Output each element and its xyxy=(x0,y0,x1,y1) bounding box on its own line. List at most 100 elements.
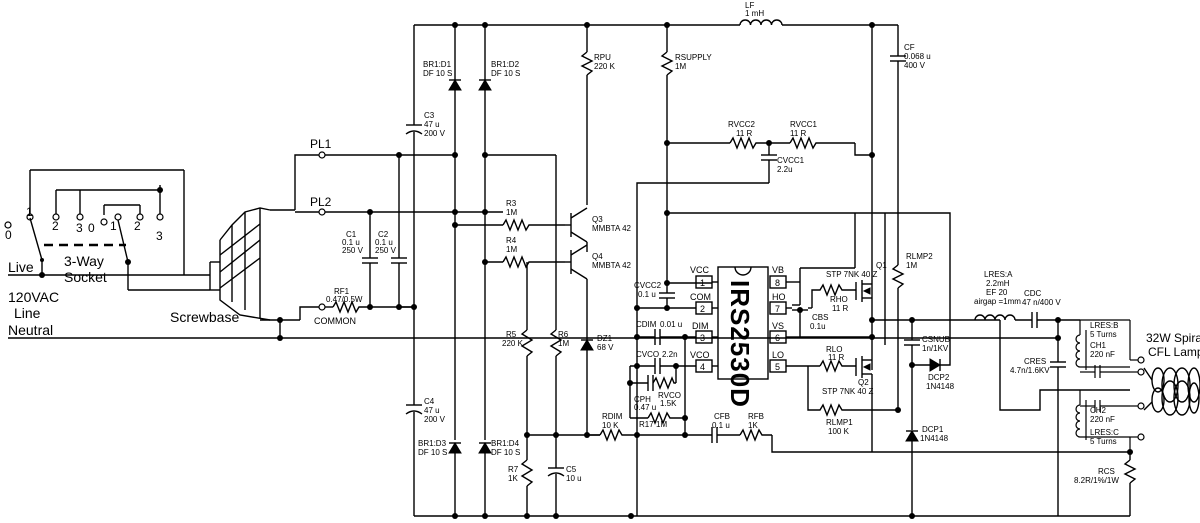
socket-label-2: Socket xyxy=(64,269,107,285)
svg-text:2.2mH: 2.2mH xyxy=(986,279,1010,288)
svg-text:Q1: Q1 xyxy=(876,261,887,270)
svg-text:BR1:D2: BR1:D2 xyxy=(491,60,520,69)
irs2530d-ic: IRS2530D 1 2 3 4 VCC COM DIM VCO 8 7 6 5… xyxy=(690,265,787,408)
svg-text:RCS: RCS xyxy=(1098,467,1115,476)
svg-text:0.1 u: 0.1 u xyxy=(712,421,730,430)
pin-5-label: LO xyxy=(772,350,784,360)
svg-text:R6: R6 xyxy=(558,330,569,339)
svg-text:RLO: RLO xyxy=(826,345,842,354)
svg-text:CDIM: CDIM xyxy=(636,320,657,329)
svg-text:2.2u: 2.2u xyxy=(777,165,793,174)
pin-7-num: 7 xyxy=(775,304,780,314)
svg-text:1M: 1M xyxy=(558,339,569,348)
svg-text:CFB: CFB xyxy=(714,412,730,421)
ic-left-network: CVCC2 0.1 u CDIM 0.01 u CVCO 2.2n CPH 0.… xyxy=(587,281,1130,453)
pin-1-label: VCC xyxy=(690,265,710,275)
svg-text:1M: 1M xyxy=(675,62,686,71)
svg-text:R4: R4 xyxy=(506,236,517,245)
svg-text:5 Turns: 5 Turns xyxy=(1090,330,1117,339)
pin-5-num: 5 xyxy=(775,362,780,372)
svg-text:C3: C3 xyxy=(424,111,435,120)
svg-text:DF 10 S: DF 10 S xyxy=(491,69,520,78)
svg-text:EF 20: EF 20 xyxy=(986,288,1008,297)
svg-text:0.47/0.5W: 0.47/0.5W xyxy=(326,295,363,304)
pin-4-num: 4 xyxy=(700,362,705,372)
svg-text:airgap =1mm: airgap =1mm xyxy=(974,297,1021,306)
screwbase-label: Screwbase xyxy=(170,309,239,325)
svg-text:CFL Lamp: CFL Lamp xyxy=(1148,345,1200,359)
svg-text:STP 7NK 40 Z: STP 7NK 40 Z xyxy=(826,270,878,279)
pin-7-label: HO xyxy=(772,292,786,302)
c1-capacitor: C1 0.1 u 250 V xyxy=(342,209,378,310)
svg-text:RLMP1: RLMP1 xyxy=(826,418,853,427)
svg-text:R7: R7 xyxy=(508,465,519,474)
svg-text:1K: 1K xyxy=(508,474,518,483)
svg-text:CVCC2: CVCC2 xyxy=(634,281,662,290)
svg-text:220 nF: 220 nF xyxy=(1090,350,1115,359)
svg-text:8.2R/1%/1W: 8.2R/1%/1W xyxy=(1074,476,1119,485)
pin-3-label: DIM xyxy=(692,321,709,331)
svg-text:Q2: Q2 xyxy=(858,378,869,387)
resonant-output: LRES:A 2.2mH EF 20 airgap =1mm CDC 47 n/… xyxy=(974,270,1130,516)
pl1-label: PL1 xyxy=(310,137,332,151)
svg-text:1N4148: 1N4148 xyxy=(926,382,955,391)
svg-text:1M: 1M xyxy=(656,420,667,429)
svg-text:1 mH: 1 mH xyxy=(745,9,764,18)
svg-text:11 R: 11 R xyxy=(828,353,845,362)
dim-sense-network: R5 220 K R6 1M R7 1K C5 10 u xyxy=(452,154,600,516)
svg-text:1n/1KV: 1n/1KV xyxy=(922,344,949,353)
svg-text:32W Spiral: 32W Spiral xyxy=(1146,331,1200,345)
rcs-resistor: RCS 8.2R/1%/1W xyxy=(1074,449,1137,516)
svg-text:0.01 u: 0.01 u xyxy=(660,320,682,329)
svg-text:2.2n: 2.2n xyxy=(662,350,678,359)
svg-text:LRES:C: LRES:C xyxy=(1090,428,1119,437)
svg-text:CSNUB: CSNUB xyxy=(922,335,950,344)
svg-text:RHO: RHO xyxy=(830,295,848,304)
live-label: Live xyxy=(8,259,34,275)
screwbase: Screwbase xyxy=(170,207,295,341)
switch-label-0b: 0 xyxy=(88,221,95,235)
switch-label-1: 1 xyxy=(26,205,33,219)
switch-label-r2: 2 xyxy=(134,219,141,233)
pin-2-label: COM xyxy=(690,292,711,302)
svg-text:C5: C5 xyxy=(566,465,577,474)
switch-label-r1: 1 xyxy=(110,219,117,233)
switch-label-2: 2 xyxy=(52,219,59,233)
svg-text:100 K: 100 K xyxy=(828,427,850,436)
svg-text:DF 10 S: DF 10 S xyxy=(423,69,452,78)
svg-text:220 nF: 220 nF xyxy=(1090,415,1115,424)
vcc-bus xyxy=(664,212,886,345)
svg-text:1M: 1M xyxy=(906,261,917,270)
pl2-label: PL2 xyxy=(310,195,332,209)
svg-text:CVCO: CVCO xyxy=(636,350,659,359)
svg-text:DF 10 S: DF 10 S xyxy=(418,448,447,457)
common-label: COMMON xyxy=(314,316,356,326)
svg-text:MMBTA 42: MMBTA 42 xyxy=(592,261,632,270)
svg-text:1M: 1M xyxy=(506,245,517,254)
svg-text:4.7n/1.6KV: 4.7n/1.6KV xyxy=(1010,366,1050,375)
svg-text:1K: 1K xyxy=(748,421,758,430)
svg-text:R17: R17 xyxy=(639,420,654,429)
svg-text:1M: 1M xyxy=(506,208,517,217)
svg-text:DF 10 S: DF 10 S xyxy=(491,448,520,457)
svg-text:C4: C4 xyxy=(424,397,435,406)
svg-text:11 R: 11 R xyxy=(832,304,849,313)
svg-text:RDIM: RDIM xyxy=(602,412,623,421)
svg-text:200 V: 200 V xyxy=(424,129,446,138)
svg-text:5 Turns: 5 Turns xyxy=(1090,437,1117,446)
c3-capacitor: C3 47 u 200 V xyxy=(405,111,446,138)
snubber-clamp: CSNUB 1n/1KV DCP2 1N4148 DCP1 1N4148 xyxy=(885,212,955,516)
svg-text:0.47 u: 0.47 u xyxy=(634,403,656,412)
svg-text:CDC: CDC xyxy=(1024,289,1042,298)
pin-8-num: 8 xyxy=(775,278,780,288)
svg-text:47 n/400 V: 47 n/400 V xyxy=(1022,298,1061,307)
svg-text:LRES:B: LRES:B xyxy=(1090,321,1118,330)
svg-text:R5: R5 xyxy=(506,330,517,339)
svg-text:10 K: 10 K xyxy=(602,421,619,430)
svg-text:RPU: RPU xyxy=(594,53,611,62)
svg-text:250 V: 250 V xyxy=(375,246,397,255)
pin-4-label: VCO xyxy=(690,350,710,360)
svg-text:RVCC2: RVCC2 xyxy=(728,120,756,129)
pin-3-num: 3 xyxy=(700,333,705,343)
